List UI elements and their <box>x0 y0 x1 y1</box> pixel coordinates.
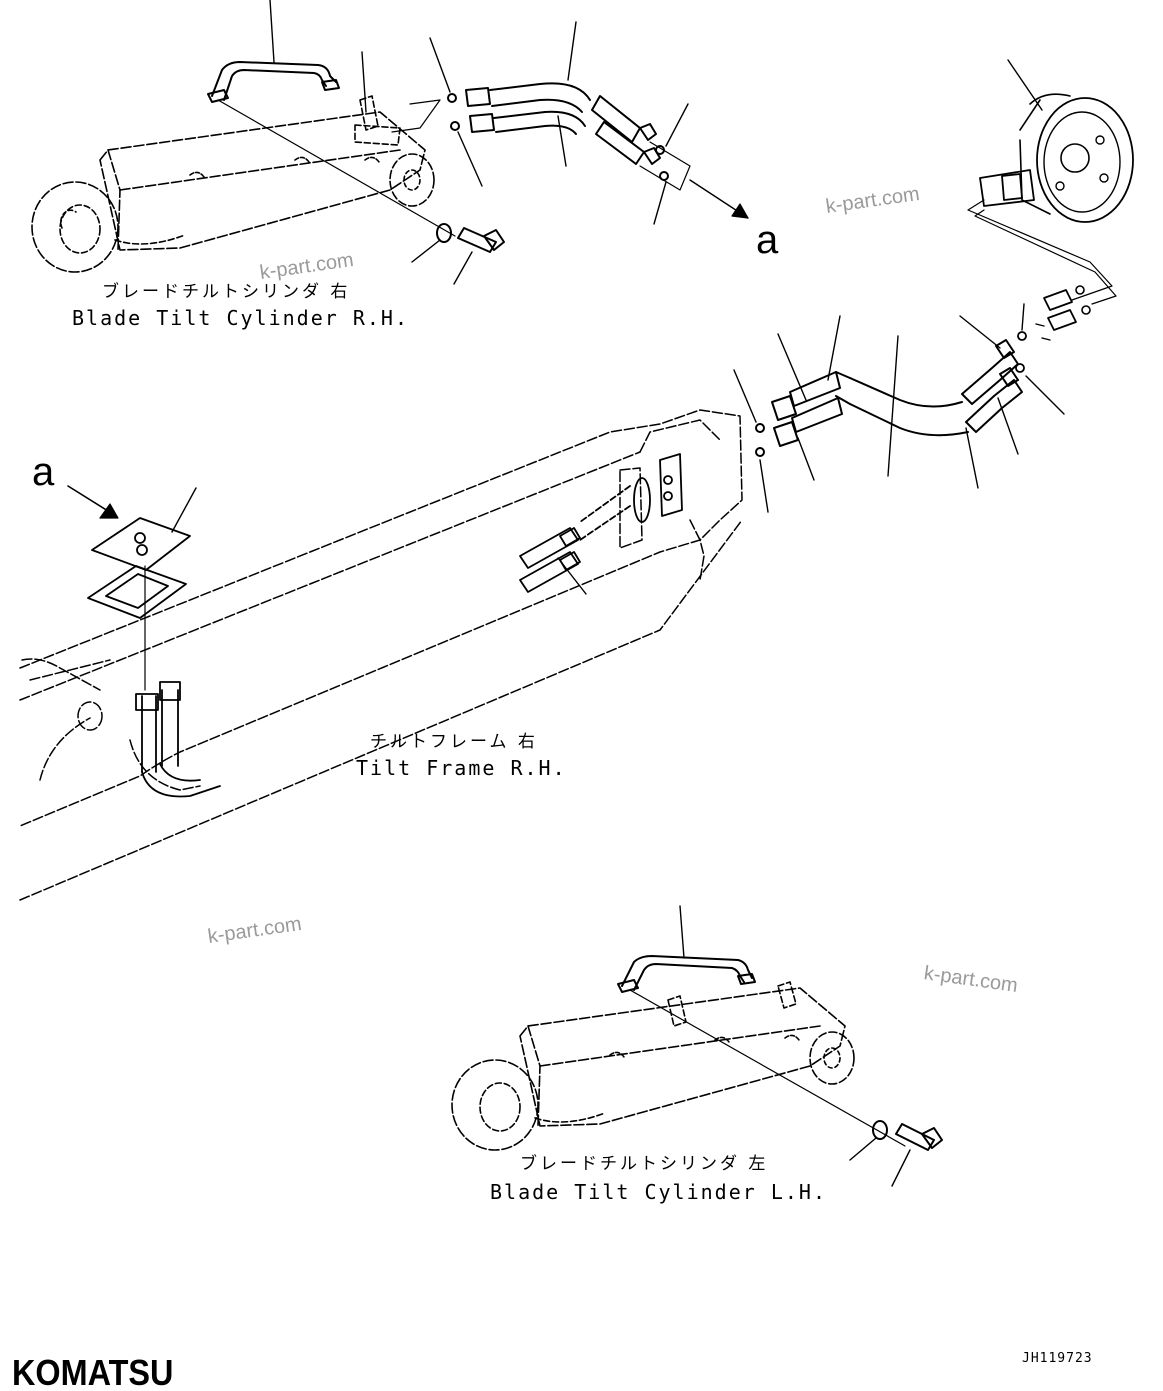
tilt-frame <box>19 409 743 901</box>
lh-bolt-washer <box>629 989 943 1187</box>
tilt-frame-label-jp: チルトフレーム 右 <box>370 732 538 752</box>
rh-tilt-cylinder <box>31 95 435 273</box>
view-a-target-callout: a <box>756 218 779 262</box>
rh-bolt-washer <box>217 99 505 285</box>
tilt-frame-label-en: Tilt Frame R.H. <box>356 756 567 780</box>
lh-cylinder-label-jp: ブレードチルトシリンダ 左 <box>520 1154 769 1174</box>
lh-cylinder-label-en: Blade Tilt Cylinder L.H. <box>490 1180 827 1204</box>
center-hose-assembly <box>733 315 1023 513</box>
valve-assembly <box>967 59 1134 415</box>
rh-hose-assembly <box>391 21 749 225</box>
tilt-frame-fittings <box>135 453 683 798</box>
lh-handle <box>617 905 756 993</box>
rh-cylinder-label-jp: ブレードチルトシリンダ 右 <box>102 282 351 302</box>
komatsu-logo: KOMATSU <box>12 1352 174 1391</box>
view-a-plate <box>67 485 197 691</box>
view-a-source-callout: a <box>32 450 55 494</box>
lh-tilt-cylinder <box>451 981 855 1151</box>
rh-cylinder-label-en: Blade Tilt Cylinder R.H. <box>72 306 409 330</box>
drawing-number: JH119723 <box>1022 1351 1093 1366</box>
rh-handle <box>207 0 367 113</box>
